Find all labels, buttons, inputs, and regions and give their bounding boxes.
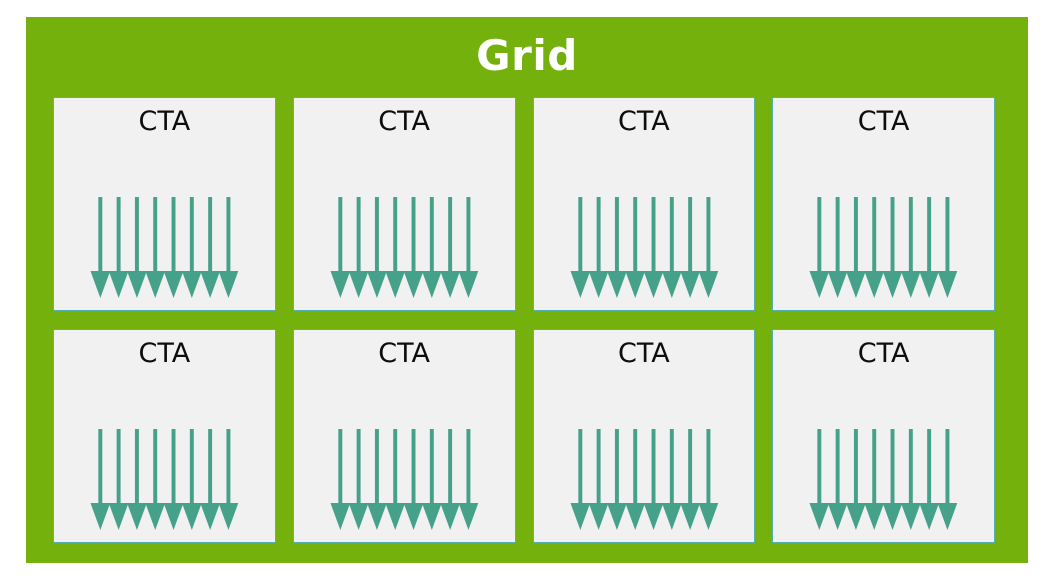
cta-block[interactable]: CTA xyxy=(532,329,756,543)
down-arrow-icon xyxy=(163,197,184,298)
down-arrow-icon xyxy=(458,429,479,530)
down-arrow-icon xyxy=(385,197,405,298)
down-arrow-icon xyxy=(330,197,350,298)
down-arrow-icon xyxy=(643,429,663,530)
down-arrow-icon xyxy=(679,429,700,530)
cta-block-label: CTA xyxy=(618,106,670,137)
down-arrow-icon xyxy=(348,197,369,298)
down-arrow-icon xyxy=(108,197,129,298)
thread-arrow-group xyxy=(773,193,994,301)
down-arrow-icon xyxy=(421,429,442,530)
down-arrow-icon xyxy=(108,429,129,530)
down-arrow-icon xyxy=(181,197,202,298)
down-arrow-icon xyxy=(937,429,958,530)
down-arrow-icon xyxy=(90,429,111,530)
down-arrow-icon xyxy=(882,197,903,298)
thread-arrow-group xyxy=(54,425,275,533)
down-arrow-icon xyxy=(458,197,479,298)
cta-block-grid: CTA CTA CTA CTA CTA CTA CTA CTA xyxy=(53,97,995,543)
cta-block[interactable]: CTA xyxy=(772,329,995,543)
down-arrow-icon xyxy=(385,429,405,530)
down-arrow-icon xyxy=(145,429,166,530)
cta-block-label: CTA xyxy=(618,338,670,369)
thread-arrow-group xyxy=(773,425,994,533)
cta-block[interactable]: CTA xyxy=(772,97,995,311)
down-arrow-icon xyxy=(901,429,921,530)
down-arrow-icon xyxy=(624,429,645,530)
down-arrow-icon xyxy=(846,429,867,530)
cta-block[interactable]: CTA xyxy=(53,97,276,311)
down-arrow-icon xyxy=(218,197,239,298)
down-arrow-icon xyxy=(846,197,867,298)
cta-block-label: CTA xyxy=(138,106,191,137)
down-arrow-icon xyxy=(606,429,627,530)
thread-arrow-group xyxy=(294,193,515,301)
down-arrow-icon xyxy=(366,429,387,530)
down-arrow-icon xyxy=(163,429,184,530)
down-arrow-icon xyxy=(330,429,350,530)
down-arrow-icon xyxy=(937,197,958,298)
down-arrow-icon xyxy=(90,197,111,298)
down-arrow-icon xyxy=(403,197,424,298)
cta-block[interactable]: CTA xyxy=(532,97,756,311)
down-arrow-icon xyxy=(809,429,830,530)
down-arrow-icon xyxy=(588,197,608,298)
thread-arrow-group xyxy=(534,193,755,301)
down-arrow-icon xyxy=(698,197,718,298)
down-arrow-icon xyxy=(643,197,663,298)
down-arrow-icon xyxy=(403,429,424,530)
down-arrow-icon xyxy=(145,197,166,298)
down-arrow-icon xyxy=(606,197,627,298)
down-arrow-icon xyxy=(127,429,147,530)
down-arrow-icon xyxy=(200,429,220,530)
grid-title: Grid xyxy=(476,31,578,80)
down-arrow-icon xyxy=(127,197,147,298)
down-arrow-icon xyxy=(421,197,442,298)
down-arrow-icon xyxy=(366,197,387,298)
cta-block-label: CTA xyxy=(138,338,191,369)
down-arrow-icon xyxy=(919,197,940,298)
down-arrow-icon xyxy=(828,429,848,530)
down-arrow-icon xyxy=(661,429,682,530)
down-arrow-icon xyxy=(569,197,590,298)
down-arrow-icon xyxy=(919,429,940,530)
cta-block[interactable]: CTA xyxy=(292,329,516,543)
down-arrow-icon xyxy=(864,429,885,530)
cta-block-label: CTA xyxy=(378,338,430,369)
down-arrow-icon xyxy=(679,197,700,298)
down-arrow-icon xyxy=(901,197,921,298)
grid-panel: Grid CTA CTA CTA CTA CTA CTA CTA CTA xyxy=(26,17,1028,563)
thread-arrow-group xyxy=(54,193,275,301)
thread-arrow-group xyxy=(534,425,755,533)
down-arrow-icon xyxy=(828,197,848,298)
down-arrow-icon xyxy=(588,429,608,530)
down-arrow-icon xyxy=(809,197,830,298)
cta-block-label: CTA xyxy=(857,106,910,137)
thread-arrow-group xyxy=(294,425,515,533)
down-arrow-icon xyxy=(440,197,460,298)
down-arrow-icon xyxy=(181,429,202,530)
down-arrow-icon xyxy=(864,197,885,298)
down-arrow-icon xyxy=(569,429,590,530)
down-arrow-icon xyxy=(348,429,369,530)
cta-block[interactable]: CTA xyxy=(292,97,516,311)
down-arrow-icon xyxy=(698,429,718,530)
cta-block[interactable]: CTA xyxy=(53,329,276,543)
down-arrow-icon xyxy=(200,197,220,298)
cta-block-label: CTA xyxy=(857,338,910,369)
cta-block-label: CTA xyxy=(378,106,430,137)
down-arrow-icon xyxy=(218,429,239,530)
down-arrow-icon xyxy=(624,197,645,298)
down-arrow-icon xyxy=(440,429,460,530)
down-arrow-icon xyxy=(882,429,903,530)
down-arrow-icon xyxy=(661,197,682,298)
